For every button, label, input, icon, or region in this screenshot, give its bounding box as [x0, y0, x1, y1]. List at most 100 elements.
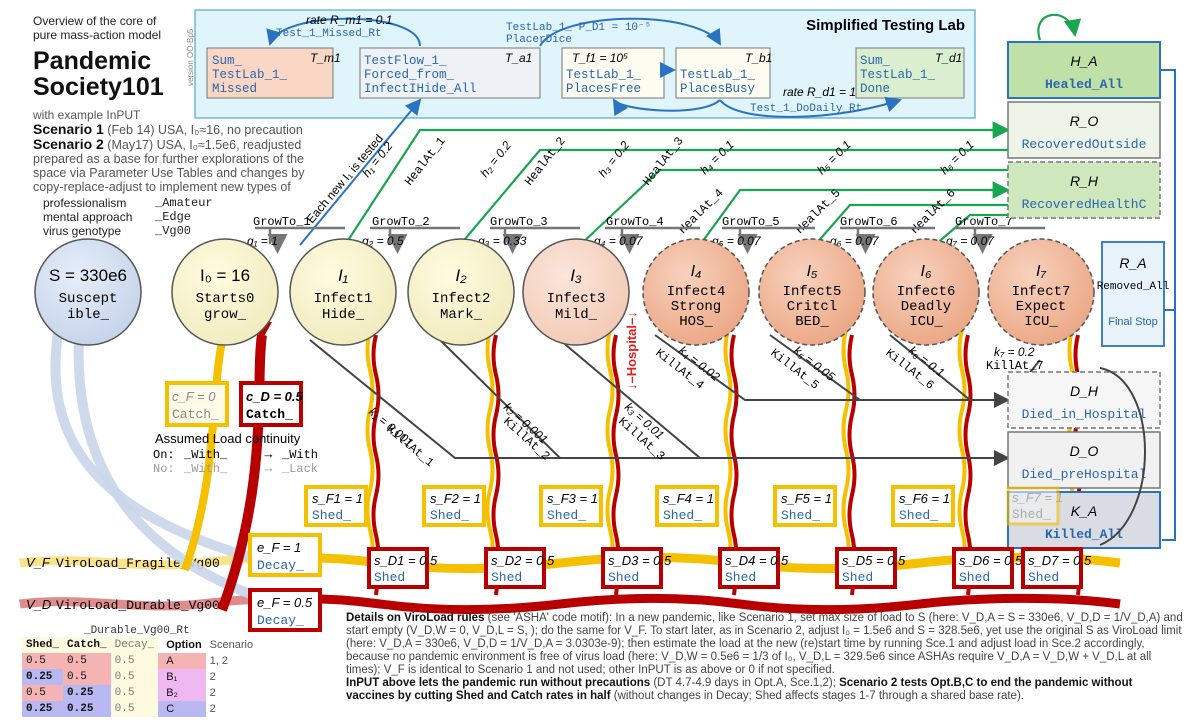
svg-text:TestLab_1_: TestLab_1_ — [680, 68, 756, 82]
svg-text:s_F7 = 1: s_F7 = 1 — [1012, 490, 1063, 505]
svg-text:R_H: R_H — [1070, 173, 1099, 189]
svg-text:Died_in_Hospital: Died_in_Hospital — [1022, 407, 1147, 422]
viro-durable-name: ViroLoad_Durable_Vg00 — [56, 598, 220, 613]
param-label: mental approach — [43, 210, 133, 224]
svg-text:HOS_: HOS_ — [679, 314, 713, 330]
svg-text:Mark_: Mark_ — [440, 307, 483, 323]
svg-text:g₃ = 0.33: g₃ = 0.33 — [478, 234, 527, 248]
svg-text:HealAt_1: HealAt_1 — [402, 134, 449, 188]
rate-header-shed: Shed_ — [22, 637, 64, 653]
param-value: _Vg00 — [155, 224, 192, 238]
svg-text:ible_: ible_ — [67, 307, 110, 323]
svg-text:I₀ = 16: I₀ = 16 — [200, 266, 250, 285]
lab-title: Simplified Testing Lab — [806, 17, 965, 34]
susceptible-flow-light — [50, 319, 302, 575]
scenario2-label: Scenario 2 — [33, 136, 104, 152]
svg-text:Sum_: Sum_ — [860, 54, 891, 68]
svg-text:D_O: D_O — [1070, 443, 1099, 459]
details-p2-title2: Scenario 2 tests Opt.B,C to end the pand… — [346, 677, 1133, 702]
outcome-died-in-hospital: D_H Died_in_Hospital — [1007, 371, 1161, 429]
svg-text:Starts0: Starts0 — [196, 291, 255, 307]
node-starts0: I₀ = 16 Starts0 grow_ — [171, 238, 279, 346]
svg-text:s_D5 = 0.5: s_D5 = 0.5 — [842, 553, 906, 568]
table-row: 0.25 0.5 0.5 B₁ 2 — [22, 669, 257, 685]
param-value: _Amateur — [155, 196, 213, 210]
svg-text:TestLab_1_: TestLab_1_ — [566, 68, 642, 82]
svg-text:I₁: I₁ — [338, 266, 348, 285]
table-row: 0.25 0.25 0.5 C 2 — [22, 701, 257, 717]
svg-text:T_m1: T_m1 — [310, 51, 341, 65]
svg-text:_With_: _With_ — [183, 462, 228, 476]
svg-text:S = 330e6: S = 330e6 — [49, 266, 127, 285]
outcome-recovered-healthc: R_H RecoveredHealthC — [1007, 161, 1161, 219]
svg-text:h₆ = 0.1: h₆ = 0.1 — [937, 138, 976, 177]
lab-box-done: T_d1 Sum_ TestLab_1_ Done — [855, 47, 965, 99]
svg-text:KillAt_1: KillAt_1 — [383, 422, 436, 470]
viro-fragile-sym: V_F — [26, 555, 51, 570]
growth-arrows — [255, 228, 1045, 244]
each-new-tested-arrow — [299, 98, 422, 246]
hospital-label: ↓–Hospital–↓ — [624, 311, 639, 390]
details-p1-text: (see 'ASHA' code motif): In a new pandem… — [346, 612, 1183, 676]
kill-arrows — [309, 334, 1041, 459]
svg-text:H_A: H_A — [1070, 53, 1097, 69]
catch-durable-curve — [217, 334, 267, 612]
svg-text:Expect: Expect — [1016, 299, 1066, 315]
node-infect3: I₃ Infect3 Mild_ — [522, 238, 630, 346]
node-infect5: I₅ Infect5 Critcl BED_ — [758, 238, 866, 346]
svg-text:I₂: I₂ — [455, 266, 467, 285]
intro-block: Overview of the core of pure mass-action… — [33, 14, 333, 238]
kill-to-removed-connector — [1162, 310, 1176, 541]
svg-text:→: → — [262, 446, 275, 461]
svg-text:s_F3 = 1: s_F3 = 1 — [547, 491, 598, 506]
svg-text:Infect5: Infect5 — [783, 284, 842, 300]
shed-fragile-boxes: s_F1 = 1 Shed_ s_F2 = 1 Shed_ s_F3 = 1 S… — [304, 485, 1063, 527]
table-row: 0.5 0.25 0.5 B₂ 2 — [22, 685, 257, 701]
killed-loop-arrow — [1099, 367, 1146, 546]
kill-labels: k₁ = 0.001 KillAt_1 k₂ = 0.001 KillAt_2 … — [366, 343, 1044, 470]
svg-text:GrowTo_3: GrowTo_3 — [490, 215, 548, 229]
svg-text:T_f1 = 10⁵: T_f1 = 10⁵ — [572, 51, 628, 65]
svg-text:g₂ = 0.5: g₂ = 0.5 — [362, 234, 404, 248]
svg-text:Shed: Shed — [959, 570, 990, 585]
svg-text:On:: On: — [153, 448, 175, 462]
svg-text:Infect1: Infect1 — [314, 291, 373, 307]
svg-text:g₅ = 0.07: g₅ = 0.07 — [712, 234, 762, 248]
svg-text:TestLab_1_: TestLab_1_ — [212, 68, 288, 82]
svg-text:BED_: BED_ — [795, 314, 829, 330]
svg-text:RecoveredOutside: RecoveredOutside — [1022, 137, 1147, 152]
heal-arrows — [344, 121, 1011, 246]
svg-text:GrowTo_6: GrowTo_6 — [840, 215, 898, 229]
svg-text:_With: _With — [281, 448, 318, 462]
rate-d1-label: rate R_d1 = 1 — [783, 85, 856, 99]
svg-text:s_F1 = 1: s_F1 = 1 — [312, 491, 363, 506]
svg-text:g₆ = 0.07: g₆ = 0.07 — [830, 234, 880, 248]
svg-text:K_A: K_A — [1071, 503, 1097, 519]
svg-text:GrowTo_5: GrowTo_5 — [722, 215, 780, 229]
svg-text:Infect7: Infect7 — [1012, 284, 1071, 300]
rate-table: _Durable_Vg00_Rt Shed_ Catch_ Decay_ Opt… — [22, 625, 257, 717]
svg-text:c_F = 0: c_F = 0 — [172, 389, 216, 404]
node-infect1: I₁ Infect1 Hide_ — [289, 238, 397, 346]
svg-text:s_F4 = 1: s_F4 = 1 — [663, 491, 714, 506]
details-p2-title: InPUT above lets the pandemic run withou… — [346, 677, 651, 689]
with-input-text: with example InPUT — [33, 108, 141, 122]
svg-text:Decay_: Decay_ — [257, 558, 304, 573]
svg-text:g₇ = 0.07: g₇ = 0.07 — [946, 234, 995, 248]
lab-box-places-free: T_f1 = 10⁵ TestLab_1_ PlacesFree — [561, 47, 665, 99]
details-text: Details on ViroLoad rules (see 'ASHA' co… — [346, 612, 1184, 703]
continuity-legend: Assumed Load continuity On: _With_ → _Wi… — [153, 431, 318, 476]
outcome-recovered-outside: R_O RecoveredOutside — [1007, 101, 1161, 159]
svg-text:Suscept: Suscept — [59, 291, 118, 307]
svg-text:g₁ = 1: g₁ = 1 — [247, 234, 278, 248]
svg-text:grow_: grow_ — [204, 307, 247, 323]
svg-text:Shed_: Shed_ — [899, 508, 938, 523]
node-infect4: I₄ Infect4 Strong HOS_ — [642, 238, 750, 346]
svg-text:GrowTo_4: GrowTo_4 — [606, 215, 664, 229]
param-label: virus genotype — [43, 224, 122, 238]
svg-text:s_D1 = 0.5: s_D1 = 0.5 — [374, 553, 438, 568]
scenario1-label: Scenario 1 — [33, 121, 104, 137]
heal-to-removed-connector — [1158, 69, 1176, 311]
scenario2-text: (May17) USA, I₀≈1.5e6, readjusted — [103, 138, 302, 152]
svg-text:e_F = 0.5: e_F = 0.5 — [257, 595, 313, 610]
